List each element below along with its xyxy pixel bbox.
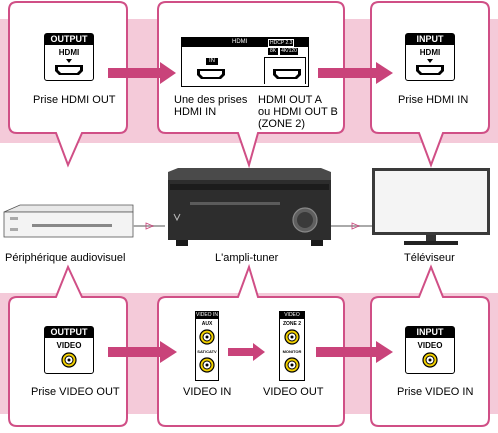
hdmi-panel-title: HDMI [232, 39, 248, 45]
video-output-panel: OUTPUT VIDEO [44, 326, 94, 374]
tv-label: Téléviseur [404, 252, 455, 264]
hdmi-out-a-caption-line1: HDMI OUT A [258, 94, 322, 106]
video-in-panel: VIDEO IN AUX SAT/CATV [195, 311, 219, 381]
panel-label: HDMI [58, 48, 80, 57]
out-tag-8k: 8K [268, 48, 278, 55]
panel-label: VIDEO [56, 341, 82, 350]
panel-header: OUTPUT [45, 34, 93, 45]
arrow-right-icon [108, 62, 176, 84]
rca-jack-icon [199, 329, 215, 345]
arrow-right-icon [108, 341, 177, 363]
hdmi-input-panel: INPUT HDMI [405, 33, 455, 81]
arrow-down-icon [427, 59, 433, 63]
rca-jack-icon [422, 352, 438, 368]
video-in-caption: VIDEO IN [183, 386, 232, 398]
video-in-caption-right: Prise VIDEO IN [397, 386, 474, 398]
arrow-right-icon [228, 343, 265, 361]
out-tag-4k: 4K/120 [280, 48, 298, 55]
rca-jack-icon [284, 329, 300, 345]
video-in-header: VIDEO IN [196, 312, 218, 319]
hdmi-in-caption-line2: HDMI IN [174, 106, 217, 118]
panel-header: OUTPUT [45, 327, 93, 338]
panel-label: HDMI [419, 48, 441, 57]
hdmi-port-icon [416, 65, 444, 75]
video-out-panel: VIDEO OUT ZONE 2 MONITOR [279, 311, 305, 381]
video-in-sub1: AUX [201, 321, 213, 327]
video-out-caption: Prise VIDEO OUT [31, 386, 120, 398]
devices-row [3, 168, 490, 246]
video-out-caption: VIDEO OUT [263, 386, 324, 398]
arrow-down-icon [66, 59, 72, 63]
hdcp-badge: HDCP 2.3 [268, 39, 295, 47]
hdmi-port-icon [55, 65, 83, 75]
video-out-header: VIDEO OUT [280, 312, 304, 325]
arrow-right-icon [318, 62, 393, 84]
panel-label: VIDEO [417, 341, 443, 350]
hdmi-output-panel: OUTPUT HDMI [44, 33, 94, 81]
in-tag: IN [206, 58, 218, 65]
arrow-right-icon [316, 341, 393, 363]
video-out-sub2: MONITOR [282, 349, 302, 354]
receiver-label: L'ampli-tuner [215, 252, 279, 264]
hdmi-out-a-caption-line2: ou HDMI OUT B [258, 106, 338, 118]
video-input-panel: INPUT VIDEO [405, 326, 455, 374]
hdmi-panel-title-bar: HDMI HDCP 2.3 [182, 38, 308, 47]
video-out-sub1: ZONE 2 [282, 321, 302, 327]
hdmi-out-port-icon [273, 69, 301, 79]
hdmi-in-caption-line1: Une des prises [174, 94, 248, 106]
receiver-device-icon [168, 168, 331, 246]
player-label: Périphérique audiovisuel [5, 252, 126, 264]
out-bracket [264, 57, 306, 84]
panel-header: INPUT [406, 34, 454, 45]
rca-jack-icon [61, 352, 77, 368]
rca-jack-icon [199, 357, 215, 373]
panel-header: INPUT [406, 327, 454, 338]
player-device-icon [3, 204, 134, 238]
video-in-sub2: SAT/CATV [197, 349, 217, 354]
rca-jack-icon [284, 357, 300, 373]
tv-device-icon [372, 168, 490, 245]
receiver-hdmi-panel: HDMI HDCP 2.3 IN 8K 4K/120 [181, 37, 309, 87]
hdmi-in-port-icon [197, 69, 225, 79]
hdmi-in-caption: Prise HDMI IN [398, 94, 469, 106]
hdmi-out-a-caption-line3: (ZONE 2) [258, 118, 306, 130]
hdmi-out-caption: Prise HDMI OUT [33, 94, 116, 106]
